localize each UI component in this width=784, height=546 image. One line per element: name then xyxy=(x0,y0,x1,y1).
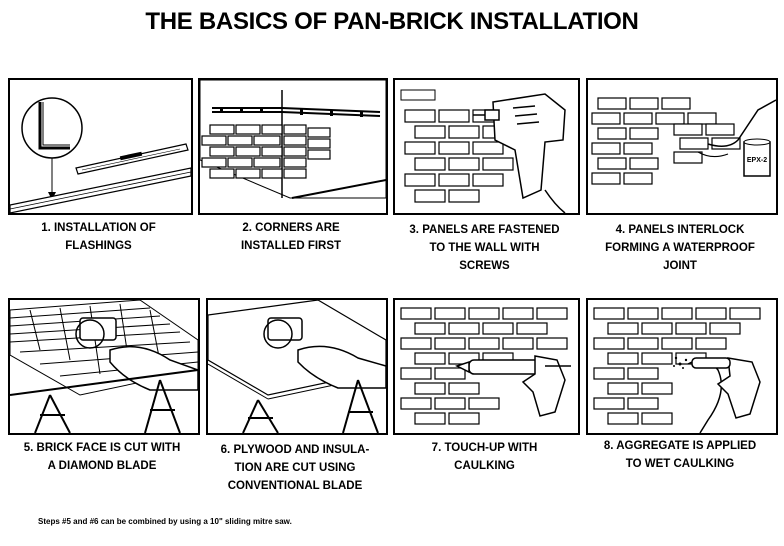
drill-fastening-illustration xyxy=(395,80,578,213)
page-title: THE BASICS OF PAN-BRICK INSTALLATION xyxy=(0,8,784,36)
flashing-illustration xyxy=(10,80,191,213)
panel-step-5 xyxy=(8,298,200,435)
footnote: Steps #5 and #6 can be combined by using… xyxy=(38,517,292,526)
plywood-cut-illustration xyxy=(208,300,386,433)
panel-step-2 xyxy=(198,78,388,215)
diamond-blade-illustration xyxy=(10,300,198,433)
caulking-gun-illustration xyxy=(395,300,578,433)
step-2-caption: 2. CORNERS ARE INSTALLED FIRST xyxy=(198,219,384,255)
step-6-caption: 6. PLYWOOD AND INSULA- TION ARE CUT USIN… xyxy=(206,441,384,495)
panel-step-3 xyxy=(393,78,580,215)
panel-step-7 xyxy=(393,298,580,435)
step-5-caption: 5. BRICK FACE IS CUT WITH A DIAMOND BLAD… xyxy=(8,439,196,475)
step-4-caption: 4. PANELS INTERLOCK FORMING A WATERPROOF… xyxy=(586,221,774,275)
step-7-caption: 7. TOUCH-UP WITH CAULKING xyxy=(393,439,576,475)
aggregate-applicator-illustration xyxy=(588,300,776,433)
caulk-can-label: EPX-2 xyxy=(747,157,767,164)
step-8-caption: 8. AGGREGATE IS APPLIED TO WET CAULKING xyxy=(586,437,774,473)
step-3-caption: 3. PANELS ARE FASTENED TO THE WALL WITH … xyxy=(393,221,576,275)
panel-step-1 xyxy=(8,78,193,215)
panel-step-4: EPX-2 xyxy=(586,78,778,215)
panel-step-6 xyxy=(206,298,388,435)
panel-step-8 xyxy=(586,298,778,435)
interlock-illustration: EPX-2 xyxy=(588,80,776,213)
step-1-caption: 1. INSTALLATION OF FLASHINGS xyxy=(8,219,189,255)
caulk-can: EPX-2 xyxy=(744,139,770,176)
corner-bricks-illustration xyxy=(200,80,386,213)
